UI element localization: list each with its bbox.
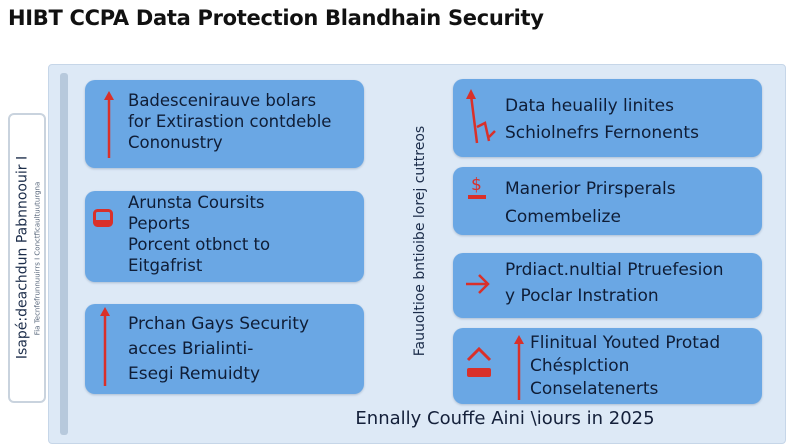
card-left-2: Arunsta Coursits Peports Porcent otbnct … (85, 191, 364, 282)
home-icon (466, 346, 492, 377)
card-line: Badescenirauve bolars (128, 91, 317, 110)
side-label-sub: Fia Tecnfefrunnuuirrs I Conctficaultuutu… (33, 181, 42, 336)
card-left-1: Badescenirauve bolars for Extirastion co… (85, 80, 364, 168)
card-line: Prdiact.nultial Ptruefesion (505, 260, 724, 280)
card-line: Peports (128, 214, 190, 233)
arrow-up-icon (104, 91, 114, 158)
monitor-icon (93, 209, 113, 227)
timeline-bar (60, 73, 68, 435)
card-right-3: Prdiact.nultial Ptruefesion y Poclar Ins… (453, 253, 762, 318)
card-line: Esegi Remuidty (128, 364, 261, 384)
card-right-2: $ Manerior Prirsperals Comembelize (453, 167, 762, 235)
footer-caption: Ennally Couffe Aini \iours in 2025 (355, 408, 655, 429)
card-line: Arunsta Coursits (128, 193, 265, 212)
card-right-1: Data heualily linites Schiolnefrs Fernon… (453, 79, 762, 157)
card-line: Manerior Prirsperals (505, 179, 676, 199)
card-line: Chésplction (530, 356, 630, 376)
card-line: Prchan Gays Security (128, 314, 310, 334)
card-line: for Extirastion contdeble (128, 112, 332, 131)
card-line: Data heualily linites (505, 96, 674, 116)
card-line: Schiolnefrs Fernonents (505, 123, 699, 143)
arrow-up-icon (514, 335, 524, 400)
middle-label: Fauuoltioe bntioibe lorej cuttreos (412, 125, 428, 357)
card-right-4: Flinitual Youted Protad Chésplction Cons… (453, 328, 762, 404)
card-line: acces Brialinti- (128, 339, 254, 359)
side-label-main: Isapé:deachdun Pabnnoouir I (14, 155, 31, 360)
page-title: HIBT CCPA Data Protection Blandhain Secu… (8, 6, 544, 30)
card-line: Conselatenerts (530, 379, 659, 399)
arrow-right-icon (466, 274, 490, 294)
arrow-up-icon (100, 307, 110, 386)
card-line: Eitgafrist (128, 256, 203, 275)
trend-arrow-icon (466, 89, 496, 144)
card-line: y Poclar Instration (505, 286, 659, 306)
card-left-3: Prchan Gays Security acces Brialinti- Es… (85, 304, 364, 394)
dollar-icon: $ (468, 175, 486, 199)
side-label-strip: Isapé:deachdun Pabnnoouir I Fia Tecnfefr… (8, 113, 46, 403)
card-line: Cononustry (128, 133, 223, 152)
card-line: Porcent otbnct to (128, 235, 271, 254)
card-line: Flinitual Youted Protad (530, 333, 721, 353)
card-line: Comembelize (505, 207, 621, 227)
